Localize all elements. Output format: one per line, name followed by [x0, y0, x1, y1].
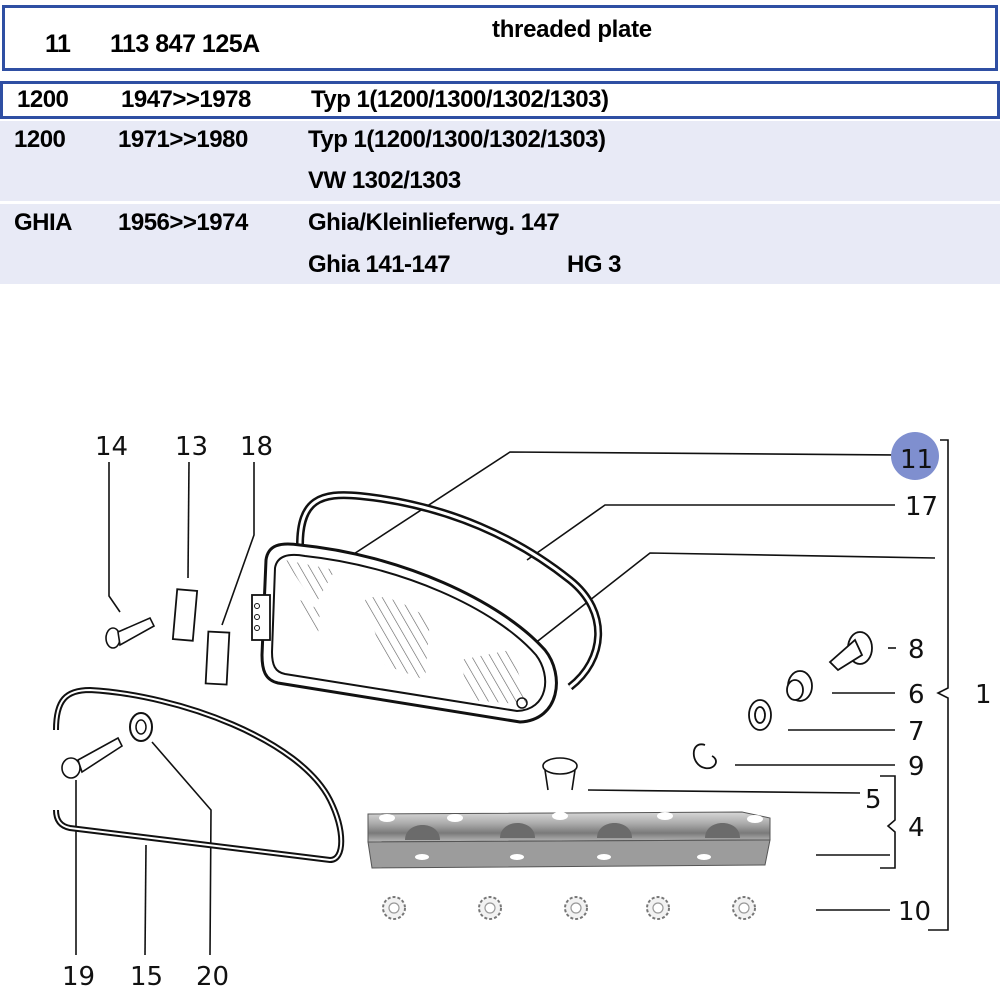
leader-window: [519, 552, 936, 656]
callout-17[interactable]: 17: [905, 492, 938, 522]
callout-1[interactable]: 1: [975, 680, 992, 710]
application-row[interactable]: GHIA 1956>>1974 Ghia/Kleinlieferwg. 147 …: [0, 204, 1000, 284]
model-cell: 1200: [17, 86, 69, 113]
part-header: 11 113 847 125A threaded plate: [2, 5, 998, 71]
clip-13: [171, 588, 199, 642]
leader-5: [587, 789, 861, 794]
threaded-plate-part: [251, 594, 271, 641]
hg-cell: HG 3: [567, 251, 622, 278]
years-cell: 1971>>1980: [118, 126, 248, 153]
leader-14: [108, 462, 121, 613]
leader-20: [151, 741, 212, 956]
type-cell-2: Ghia 141-147: [308, 251, 451, 278]
lock-washers-10: [382, 896, 756, 920]
type-cell-2: VW 1302/1303: [308, 167, 461, 194]
screw-14: [105, 616, 156, 649]
callout-4[interactable]: 4: [908, 813, 925, 843]
callout-11[interactable]: 11: [900, 445, 933, 475]
part-position: 11: [45, 30, 71, 58]
bracket-4: [880, 775, 896, 869]
bracket-1: [928, 439, 949, 931]
years-cell: 1956>>1974: [118, 209, 248, 236]
part-number: 113 847 125A: [110, 30, 260, 58]
type-cell: Ghia/Kleinlieferwg. 147: [308, 209, 560, 236]
threaded-plate-bar: [367, 811, 771, 869]
callout-9[interactable]: 9: [908, 752, 925, 782]
model-cell: 1200: [14, 126, 66, 153]
callout-18[interactable]: 18: [240, 432, 273, 462]
part-description: threaded plate: [492, 16, 652, 43]
callout-20[interactable]: 20: [196, 962, 229, 992]
callout-10[interactable]: 10: [898, 897, 931, 927]
years-cell: 1947>>1978: [121, 86, 251, 113]
model-cell: GHIA: [14, 209, 73, 236]
application-row[interactable]: 1200 1971>>1980 Typ 1(1200/1300/1302/130…: [0, 121, 1000, 201]
type-cell: Typ 1(1200/1300/1302/1303): [308, 126, 606, 153]
lower-seal: [53, 686, 345, 864]
callout-5[interactable]: 5: [865, 785, 882, 815]
eclip-9: [692, 743, 717, 770]
callout-14[interactable]: 14: [95, 432, 128, 462]
callout-7[interactable]: 7: [908, 717, 925, 747]
leader-13: [187, 461, 190, 579]
application-row[interactable]: 1200 1947>>1978 Typ 1(1200/1300/1302/130…: [0, 81, 1000, 119]
leader-17: [526, 504, 895, 561]
strip-18: [204, 630, 231, 686]
exploded-parts-diagram: 14 13 18 11 17 8 6 1 7 9 5 4 10 19 15 20: [53, 432, 992, 992]
type-cell: Typ 1(1200/1300/1302/1303): [311, 86, 609, 113]
callout-15[interactable]: 15: [130, 962, 163, 992]
callout-6[interactable]: 6: [908, 680, 925, 710]
leader-18: [221, 462, 255, 626]
screw-19: [61, 736, 124, 779]
callout-8[interactable]: 8: [908, 635, 925, 665]
callout-13[interactable]: 13: [175, 432, 208, 462]
highlight-circle: [891, 432, 939, 480]
leader-15: [144, 844, 147, 956]
callout-19[interactable]: 19: [62, 962, 95, 992]
cap-5: [542, 757, 578, 791]
